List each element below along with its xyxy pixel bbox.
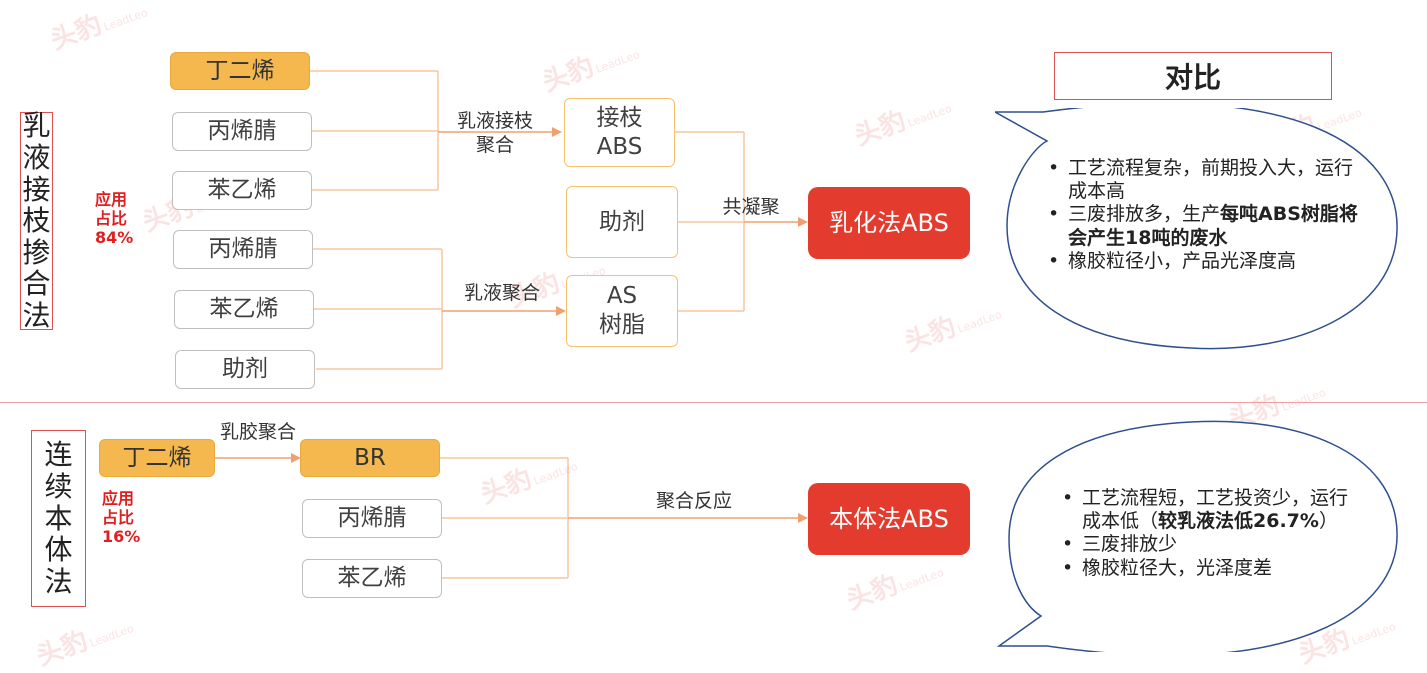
method-char: 枝 (22, 204, 51, 238)
br-box: BR (300, 439, 440, 477)
comparison-point: 橡胶粒径小，产品光泽度高 (1046, 250, 1364, 273)
acrylonitrile-box: 丙烯腈 (173, 230, 313, 269)
share-line: 应用 (102, 489, 135, 508)
comparison-point: 工艺流程复杂，前期投入大，运行成本高 (1046, 157, 1364, 203)
box-line: AS (606, 283, 638, 310)
comparison-point: 橡胶粒径大，光泽度差 (1060, 557, 1364, 580)
share-line: 占比 (102, 508, 135, 528)
comparison-point: 三废排放多，生产每吨ABS树脂将会产生18吨的废水 (1046, 203, 1364, 249)
emulsion-method-label: 乳 液 接 枝 掺 合 法 (20, 109, 53, 333)
bulk-comparison-text: 工艺流程短，工艺投资少，运行成本低（较乳液法低26.7%） 三废排放少 橡胶粒径… (1060, 487, 1364, 580)
method-char: 法 (22, 299, 51, 333)
styrene-box: 苯乙烯 (174, 290, 314, 329)
method-char: 掺 (22, 235, 51, 269)
bulk-share: 应用 占比 16% (102, 489, 140, 547)
method-char: 合 (22, 267, 51, 301)
method-char: 液 (22, 140, 51, 174)
latex-polymerization-label: 乳胶聚合 (219, 421, 296, 443)
as-resin-box: AS 树脂 (566, 275, 678, 347)
box-line: 接枝 (596, 104, 643, 131)
method-char: 接 (22, 172, 51, 206)
emulsion-polymerization-label: 乳液聚合 (463, 282, 540, 304)
box-line: ABS (596, 133, 643, 160)
comparison-title: 对比 (1054, 52, 1332, 100)
share-value: 84% (95, 228, 134, 248)
process-line: 聚合 (475, 133, 514, 156)
polymerization-reaction-label: 聚合反应 (655, 490, 732, 512)
method-char: 体 (44, 533, 73, 567)
method-char: 续 (44, 470, 73, 504)
emulsion-abs-product: 乳化法ABS (808, 187, 970, 259)
graft-abs-box: 接枝 ABS (564, 98, 675, 167)
share-line: 应用 (95, 190, 128, 209)
method-char: 乳 (22, 109, 51, 143)
highlight-text: 较乳液法低26.7% (1158, 510, 1319, 533)
comparison-point: 工艺流程短，工艺投资少，运行成本低（较乳液法低26.7%） (1060, 487, 1364, 533)
styrene-box: 苯乙烯 (172, 171, 312, 210)
emulsion-comparison-text: 工艺流程复杂，前期投入大，运行成本高 三废排放多，生产每吨ABS树脂将会产生18… (1046, 157, 1364, 273)
method-char: 连 (44, 438, 73, 472)
highlight-text: 每吨ABS树脂将会产生18吨的废水 (1068, 203, 1358, 249)
acrylonitrile-box: 丙烯腈 (172, 112, 312, 151)
butadiene-box: 丁二烯 (99, 439, 215, 477)
method-char: 法 (44, 564, 73, 598)
bulk-method-label: 连 续 本 体 法 (31, 430, 86, 607)
additive-box: 助剂 (566, 186, 678, 258)
styrene-box: 苯乙烯 (302, 559, 442, 598)
emulsion-share: 应用 占比 84% (95, 190, 133, 248)
method-char: 本 (44, 501, 73, 535)
butadiene-box: 丁二烯 (170, 52, 310, 90)
graft-polymerization-label: 乳液接枝 聚合 (440, 110, 550, 158)
share-line: 占比 (95, 209, 128, 229)
section-divider (0, 402, 1427, 403)
coagulation-label: 共凝聚 (722, 196, 780, 218)
process-line: 乳液接枝 (456, 110, 533, 132)
acrylonitrile-box: 丙烯腈 (302, 499, 442, 538)
share-value: 16% (102, 527, 141, 547)
box-line: 树脂 (599, 312, 645, 338)
comparison-point: 三废排放少 (1060, 533, 1364, 556)
additive-box: 助剂 (175, 350, 315, 389)
bulk-abs-product: 本体法ABS (808, 483, 970, 555)
